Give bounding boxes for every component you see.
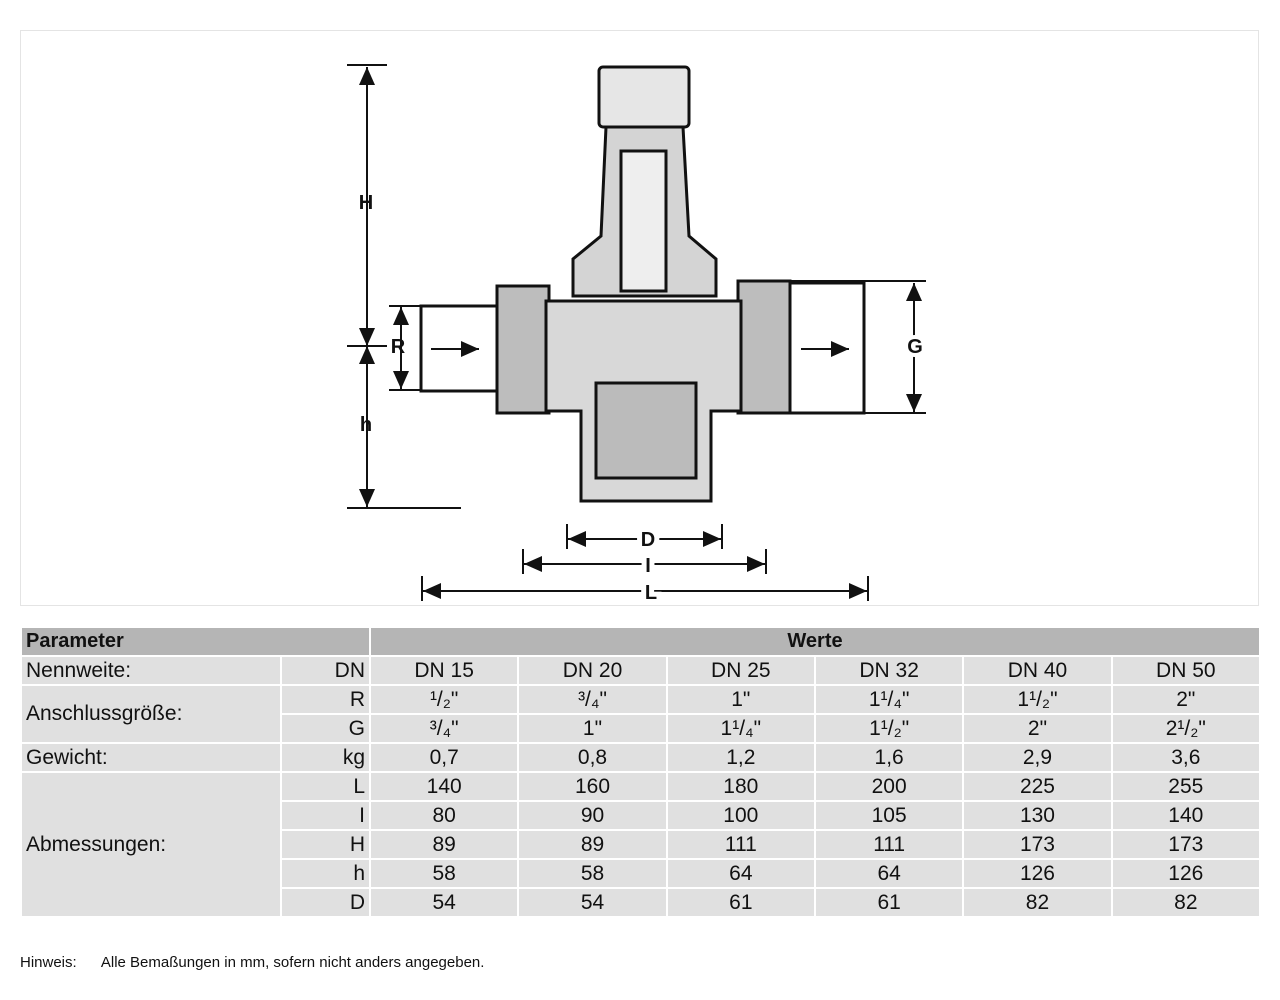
value-cell: 64 <box>665 858 816 889</box>
value-cell: ³/₄" <box>368 713 520 744</box>
value-cell: DN 40 <box>962 655 1113 686</box>
value-cell: 61 <box>665 887 816 918</box>
valve-diagram-frame: H R h G D I L <box>20 30 1259 607</box>
dim-label-D: D <box>641 529 655 551</box>
value-cell: 2,9 <box>962 742 1113 773</box>
dim-label-h: h <box>360 414 372 436</box>
value-cell: DN 50 <box>1110 655 1262 686</box>
pressure-reducer-valve-drawing: H R h G D I L <box>347 64 927 607</box>
row-label: Abmessungen: <box>20 771 282 918</box>
value-cell: 80 <box>368 800 520 831</box>
row-unit: D <box>280 887 371 918</box>
value-cell: ³/₄" <box>517 684 668 715</box>
row-unit: I <box>280 800 371 831</box>
value-cell: 225 <box>962 771 1113 802</box>
dim-label-H: H <box>359 192 373 214</box>
value-cell: 100 <box>665 800 816 831</box>
value-cell: 82 <box>962 887 1113 918</box>
value-cell: 1,6 <box>813 742 965 773</box>
value-cell: 105 <box>813 800 965 831</box>
table-header-row: Parameter Werte <box>20 626 1261 657</box>
value-cell: 3,6 <box>1110 742 1262 773</box>
value-cell: 90 <box>517 800 668 831</box>
value-cell: 160 <box>517 771 668 802</box>
value-cell: 89 <box>368 829 520 860</box>
value-cell: 2¹/₂" <box>1110 713 1262 744</box>
row-unit: h <box>280 858 371 889</box>
value-cell: 140 <box>368 771 520 802</box>
value-cell: 1¹/₄" <box>813 684 965 715</box>
row-label: Gewicht: <box>20 742 282 773</box>
value-cell: 140 <box>1110 800 1262 831</box>
value-cell: 54 <box>517 887 668 918</box>
value-cell: DN 20 <box>517 655 668 686</box>
value-cell: 111 <box>665 829 816 860</box>
dim-label-R: R <box>391 336 406 358</box>
header-values: Werte <box>369 626 1261 657</box>
value-cell: 255 <box>1110 771 1262 802</box>
value-cell: 173 <box>962 829 1113 860</box>
value-cell: 1" <box>665 684 816 715</box>
row-unit: DN <box>280 655 371 686</box>
dim-label-L: L <box>645 582 657 604</box>
value-cell: 61 <box>813 887 965 918</box>
value-cell: DN 32 <box>813 655 965 686</box>
value-cell: 89 <box>517 829 668 860</box>
value-cell: 1,2 <box>665 742 816 773</box>
value-cell: ¹/₂" <box>368 684 520 715</box>
value-cell: 130 <box>962 800 1113 831</box>
value-cell: 0,8 <box>517 742 668 773</box>
row-label: Anschlussgröße: <box>20 684 282 744</box>
value-cell: 1¹/₂" <box>813 713 965 744</box>
value-cell: 2" <box>962 713 1113 744</box>
value-cell: 58 <box>517 858 668 889</box>
value-cell: 126 <box>962 858 1113 889</box>
dim-label-G: G <box>907 336 923 358</box>
valve-body <box>419 65 866 503</box>
value-cell: 1¹/₄" <box>665 713 816 744</box>
value-cell: DN 15 <box>368 655 520 686</box>
row-unit: kg <box>280 742 371 773</box>
value-cell: 111 <box>813 829 965 860</box>
value-cell: 54 <box>368 887 520 918</box>
row-unit: R <box>280 684 371 715</box>
value-cell: 173 <box>1110 829 1262 860</box>
value-cell: 64 <box>813 858 965 889</box>
value-cell: 180 <box>665 771 816 802</box>
row-unit: G <box>280 713 371 744</box>
row-unit: L <box>280 771 371 802</box>
value-cell: 1¹/₂" <box>962 684 1113 715</box>
dim-label-I: I <box>645 555 651 577</box>
footnote: Hinweis: Alle Bemaßungen in mm, sofern n… <box>20 954 484 971</box>
footnote-text: Alle Bemaßungen in mm, sofern nicht ande… <box>100 954 485 971</box>
header-parameter: Parameter <box>20 626 371 657</box>
value-cell: 0,7 <box>368 742 520 773</box>
footnote-label: Hinweis: <box>20 954 77 971</box>
value-cell: DN 25 <box>665 655 816 686</box>
row-label: Nennweite: <box>20 655 282 686</box>
value-cell: 1" <box>517 713 668 744</box>
value-cell: 58 <box>368 858 520 889</box>
row-unit: H <box>280 829 371 860</box>
value-cell: 82 <box>1110 887 1262 918</box>
value-cell: 2" <box>1110 684 1262 715</box>
value-cell: 126 <box>1110 858 1262 889</box>
value-cell: 200 <box>813 771 965 802</box>
